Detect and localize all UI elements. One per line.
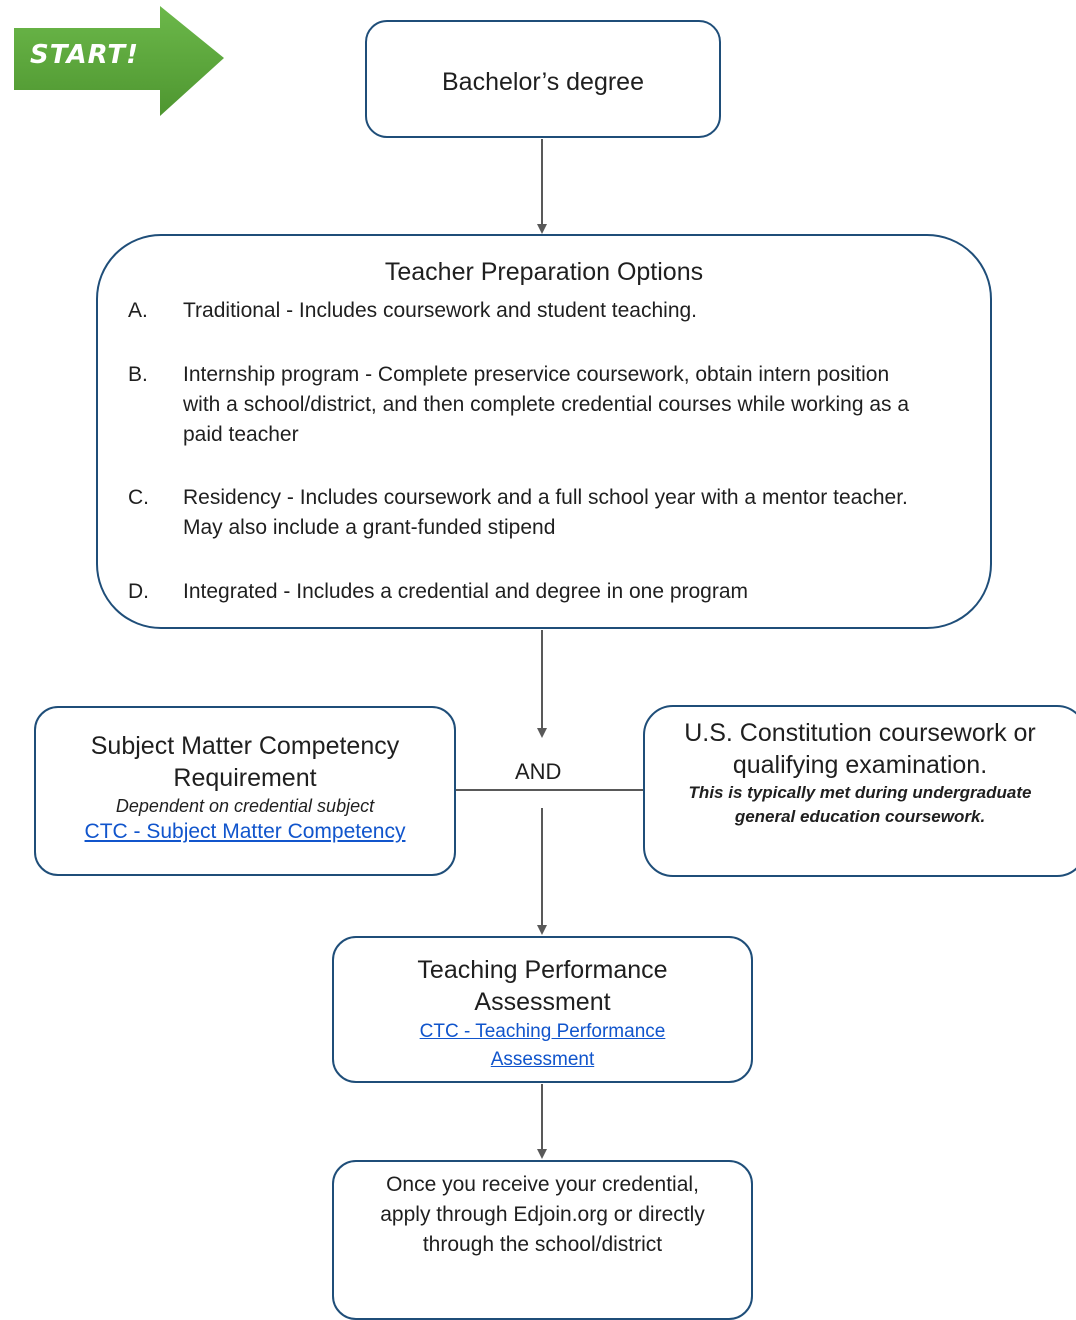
teacher-preparation-options-title: Teacher Preparation Options: [384, 258, 704, 286]
start-arrow-shape: [14, 6, 224, 116]
option-text: Traditional - Includes coursework and st…: [183, 299, 698, 322]
ctc-subject-matter-link[interactable]: CTC - Subject Matter Competency: [84, 820, 406, 843]
option-text: Integrated - Includes a credential and d…: [183, 580, 749, 603]
option-text: Residency - Includes coursework and a fu…: [183, 486, 908, 539]
ctc-tpa-link[interactable]: CTC - Teaching Performance Assessment: [419, 1021, 666, 1070]
subject-matter-note: Dependent on credential subject: [115, 796, 375, 816]
apply-text: Once you receive your credential, apply …: [380, 1173, 705, 1256]
tpa-title: Teaching Performance Assessment: [417, 956, 668, 1016]
us-constitution-note: This is typically met during undergradua…: [688, 783, 1032, 826]
subject-matter-title: Subject Matter Competency Requirement: [90, 732, 400, 792]
prep-option-integrated: D. Integrated - Includes a credential an…: [118, 577, 930, 607]
prep-option-traditional: A. Traditional - Includes coursework and…: [118, 296, 930, 326]
preparation-options-list: A. Traditional - Includes coursework and…: [118, 296, 930, 607]
prep-option-residency: C. Residency - Includes coursework and a…: [118, 483, 930, 543]
teacher-preparation-options-box: Teacher Preparation Options A. Tradition…: [96, 234, 992, 629]
option-letter: A.: [128, 299, 148, 322]
and-label: AND: [515, 759, 562, 784]
us-constitution-title: U.S. Constitution coursework or qualifyi…: [684, 719, 1036, 779]
option-letter: D.: [128, 580, 149, 603]
teaching-performance-assessment-box: Teaching Performance Assessment CTC - Te…: [332, 936, 753, 1083]
option-text: Internship program - Complete preservice…: [183, 363, 910, 446]
bachelors-degree-title: Bachelor’s degree: [442, 68, 644, 96]
subject-matter-competency-box: Subject Matter Competency Requirement De…: [34, 706, 456, 876]
option-letter: C.: [128, 486, 149, 509]
bachelors-degree-box: Bachelor’s degree: [365, 20, 721, 138]
start-label: START!: [30, 40, 140, 70]
option-letter: B.: [128, 363, 148, 386]
prep-option-internship: B. Internship program - Complete preserv…: [118, 360, 930, 450]
us-constitution-box: U.S. Constitution coursework or qualifyi…: [643, 705, 1076, 877]
apply-for-jobs-box: Once you receive your credential, apply …: [332, 1160, 753, 1320]
